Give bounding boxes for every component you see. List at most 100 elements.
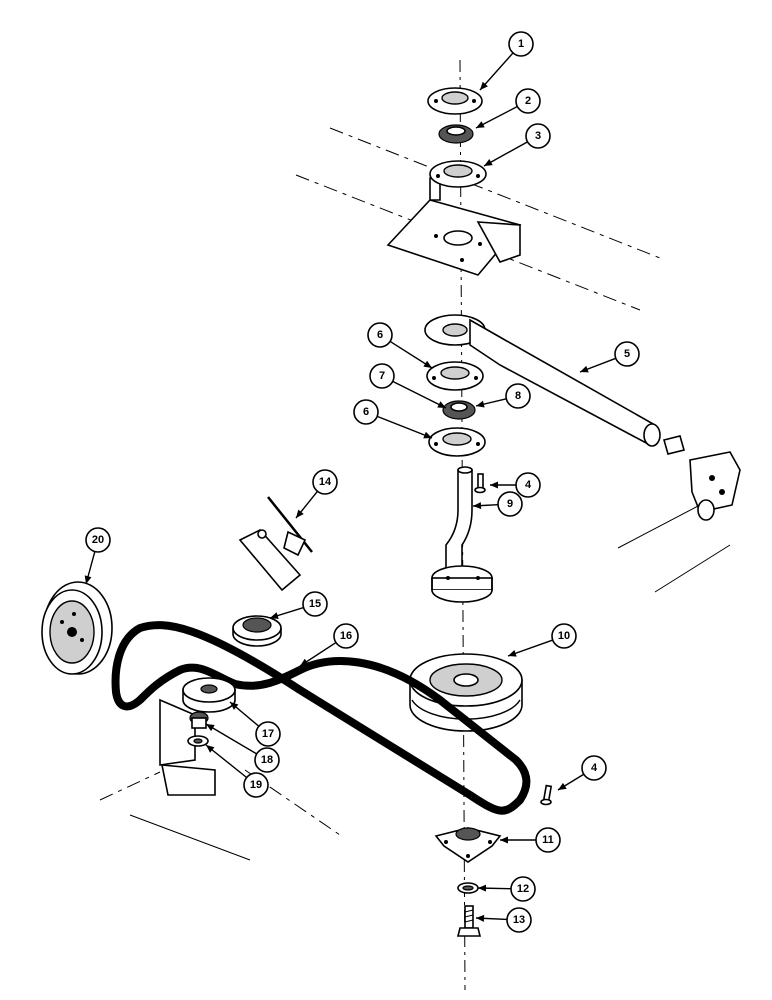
callout-circle xyxy=(367,322,393,348)
leader-arrowhead xyxy=(478,884,487,892)
callout-circle xyxy=(353,399,379,425)
part-16-belt xyxy=(111,621,531,815)
leader-arrowhead xyxy=(508,650,517,657)
leader-arrowhead xyxy=(476,914,485,922)
callout-number: 6 xyxy=(377,329,383,341)
leader-arrowhead xyxy=(558,782,567,790)
part-12-washer xyxy=(457,882,479,894)
leader-arrowhead xyxy=(480,81,488,90)
callout-number: 15 xyxy=(309,598,321,610)
callout-circle xyxy=(508,31,534,57)
callout-c14: 14 xyxy=(295,469,338,519)
leader-line xyxy=(376,415,433,439)
leader-arrowhead xyxy=(500,836,508,844)
callout-c7: 7 xyxy=(369,363,447,409)
leader-arrowhead xyxy=(300,658,309,666)
leader-arrowhead xyxy=(296,509,304,518)
callout-number: 13 xyxy=(513,914,525,926)
callout-number: 9 xyxy=(507,498,513,510)
leader-arrowhead xyxy=(580,365,589,373)
part-20-pulley xyxy=(41,581,113,675)
leader-line xyxy=(205,723,258,755)
part-17-small-pulley xyxy=(182,677,236,713)
leader-arrowhead xyxy=(206,745,215,753)
callout-number: 20 xyxy=(92,534,104,546)
leader-arrowhead xyxy=(490,481,498,489)
callout-number: 14 xyxy=(319,476,332,488)
leader-arrowhead xyxy=(84,575,92,584)
callout-number: 4 xyxy=(525,479,532,491)
callout-number: 3 xyxy=(535,130,541,142)
part-14-15-idler-assembly xyxy=(232,496,313,647)
callout-circle xyxy=(614,341,640,367)
leader-line xyxy=(389,340,433,369)
leader-arrowhead xyxy=(206,724,215,732)
callout-circle xyxy=(505,383,531,409)
callout-c4b: 4 xyxy=(557,755,607,791)
callout-c18: 18 xyxy=(205,723,280,773)
leader-line xyxy=(483,141,528,167)
leader-arrowhead xyxy=(270,612,279,619)
callout-c6a: 6 xyxy=(367,322,433,369)
part-3-flange xyxy=(429,160,487,188)
leader-line xyxy=(392,380,447,409)
callout-circle xyxy=(506,907,532,933)
leader-arrowhead xyxy=(484,159,493,166)
callout-number: 6 xyxy=(363,406,369,418)
callout-c3: 3 xyxy=(483,123,551,167)
part-5-idler-arm xyxy=(424,314,685,455)
part-13-bolt xyxy=(456,905,482,937)
part-10-large-pulley xyxy=(409,653,523,732)
callout-c4a: 4 xyxy=(490,472,541,498)
callout-c20: 20 xyxy=(84,527,111,585)
callout-number: 4 xyxy=(591,762,598,774)
callout-c17: 17 xyxy=(229,701,281,747)
callout-circle xyxy=(535,827,561,853)
part-7-8-bearing xyxy=(442,400,476,420)
callout-c8: 8 xyxy=(475,383,531,409)
part-9-spindle xyxy=(431,466,493,603)
leader-arrowhead xyxy=(473,502,482,510)
part-4-bolt-lower xyxy=(540,784,553,806)
leader-arrowhead xyxy=(423,360,432,368)
leader-arrowhead xyxy=(230,702,239,710)
leader-arrowhead xyxy=(423,431,432,439)
callout-number: 19 xyxy=(250,779,262,791)
leader-arrowhead xyxy=(437,401,446,408)
callout-c13: 13 xyxy=(475,907,532,933)
callout-circle xyxy=(515,88,541,114)
callout-number: 11 xyxy=(542,834,554,846)
callout-circle xyxy=(312,469,338,495)
callout-circle xyxy=(581,755,607,781)
callout-c12: 12 xyxy=(477,876,536,902)
part-6-flange-upper xyxy=(426,361,484,391)
callout-circle xyxy=(525,123,551,149)
leader-line xyxy=(479,52,514,91)
callout-c11: 11 xyxy=(500,827,561,853)
callout-circle xyxy=(302,591,328,617)
callout-circle xyxy=(333,623,359,649)
callout-circle xyxy=(515,472,541,498)
callout-c15: 15 xyxy=(269,591,328,619)
callout-circle xyxy=(85,527,111,553)
callout-circle xyxy=(243,772,269,798)
callout-circle xyxy=(497,491,523,517)
callout-c6b: 6 xyxy=(353,399,433,439)
callout-c2: 2 xyxy=(475,88,541,129)
callout-number: 12 xyxy=(517,883,529,895)
callout-c9: 9 xyxy=(472,491,523,517)
part-2-bearing xyxy=(438,124,474,144)
callout-c1: 1 xyxy=(479,31,534,91)
callout-number: 5 xyxy=(624,348,630,360)
lower-bracket xyxy=(159,698,216,796)
callout-number: 1 xyxy=(518,38,524,50)
part-1-flange xyxy=(427,87,483,115)
upper-mounting-plate xyxy=(386,175,522,276)
part-19-washer xyxy=(187,735,209,747)
callout-circle xyxy=(254,747,280,773)
callout-c19: 19 xyxy=(205,744,269,798)
leader-line xyxy=(205,744,248,779)
leader-arrowhead xyxy=(476,121,485,128)
callout-number: 2 xyxy=(525,95,531,107)
